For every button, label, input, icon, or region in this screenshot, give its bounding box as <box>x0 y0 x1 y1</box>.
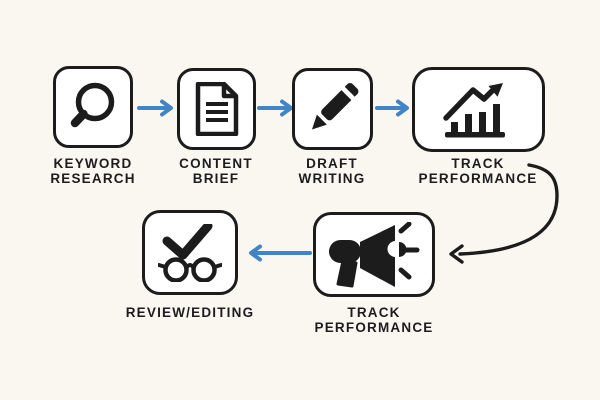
arrow-track-to-megaphone-curve <box>449 163 559 264</box>
bar-chart-icon <box>442 82 505 137</box>
arrow-draft-to-track <box>375 99 409 117</box>
node-track-performance-megaphone <box>313 212 435 297</box>
arrow-megaphone-to-review <box>249 244 312 262</box>
node-keyword-research <box>53 66 133 148</box>
magnifier-icon <box>70 82 115 128</box>
node-review-editing <box>142 210 238 295</box>
document-icon <box>195 82 238 136</box>
glasses-check-icon <box>158 223 222 282</box>
megaphone-icon <box>329 221 420 287</box>
label-review-editing: REVIEW/EDITING <box>125 305 255 320</box>
pencil-icon <box>311 83 359 130</box>
arrow-keyword-to-content <box>137 99 173 117</box>
node-content-brief <box>177 68 256 150</box>
node-draft-writing <box>292 68 373 150</box>
node-track-performance <box>412 67 545 152</box>
arrow-content-to-draft <box>257 99 293 117</box>
